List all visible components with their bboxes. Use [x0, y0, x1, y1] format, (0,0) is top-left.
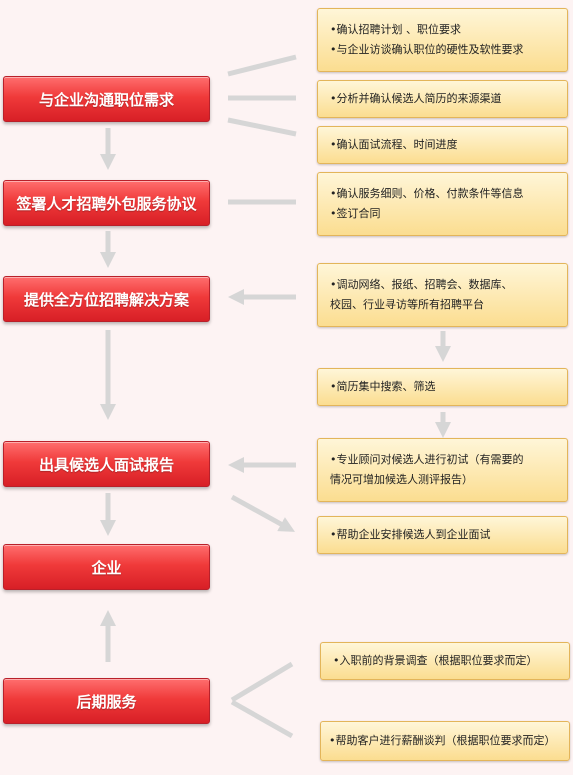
step-interview-report: 出具候选人面试报告	[3, 441, 210, 487]
step-recruitment-solution: 提供全方位招聘解决方案	[3, 276, 210, 322]
note-interview-process: •确认面试流程、时间进度	[317, 126, 568, 164]
connector-step1-note1	[227, 54, 297, 77]
step-sign-agreement: 签署人才招聘外包服务协议	[3, 180, 210, 226]
note-recruitment-channels: •调动网络、报纸、招聘会、数据库、 校园、行业寻访等所有招聘平台	[317, 263, 568, 327]
arrow-step4-to-note8	[230, 494, 295, 532]
note-resume-screening: •简历集中搜索、筛选	[317, 368, 568, 406]
note-arrange-interview: •帮助企业安排候选人到企业面试	[317, 516, 568, 554]
note-service-terms: •确认服务细则、价格、付款条件等信息 •签订合同	[317, 172, 568, 236]
note-resume-sources: •分析并确认候选人简历的来源渠道	[317, 80, 568, 118]
step-after-service: 后期服务	[3, 678, 210, 724]
step-communicate-requirements: 与企业沟通职位需求	[3, 76, 210, 122]
note-salary-negotiation: •帮助客户进行薪酬谈判（根据职位要求而定）	[320, 721, 570, 761]
note-background-check: •入职前的背景调查（根据职位要求而定）	[320, 642, 570, 680]
note-initial-interview: •专业顾问对候选人进行初试（有需要的 情况可增加候选人测评报告）	[317, 438, 568, 502]
note-recruitment-plan: •确认招聘计划 、职位要求 •与企业访谈确认职位的硬性及软性要求	[317, 8, 568, 72]
step-enterprise: 企业	[3, 544, 210, 590]
connector-step6-note9	[230, 661, 294, 703]
connector-step6-note10	[230, 699, 294, 739]
connector-step1-note3	[227, 117, 297, 137]
